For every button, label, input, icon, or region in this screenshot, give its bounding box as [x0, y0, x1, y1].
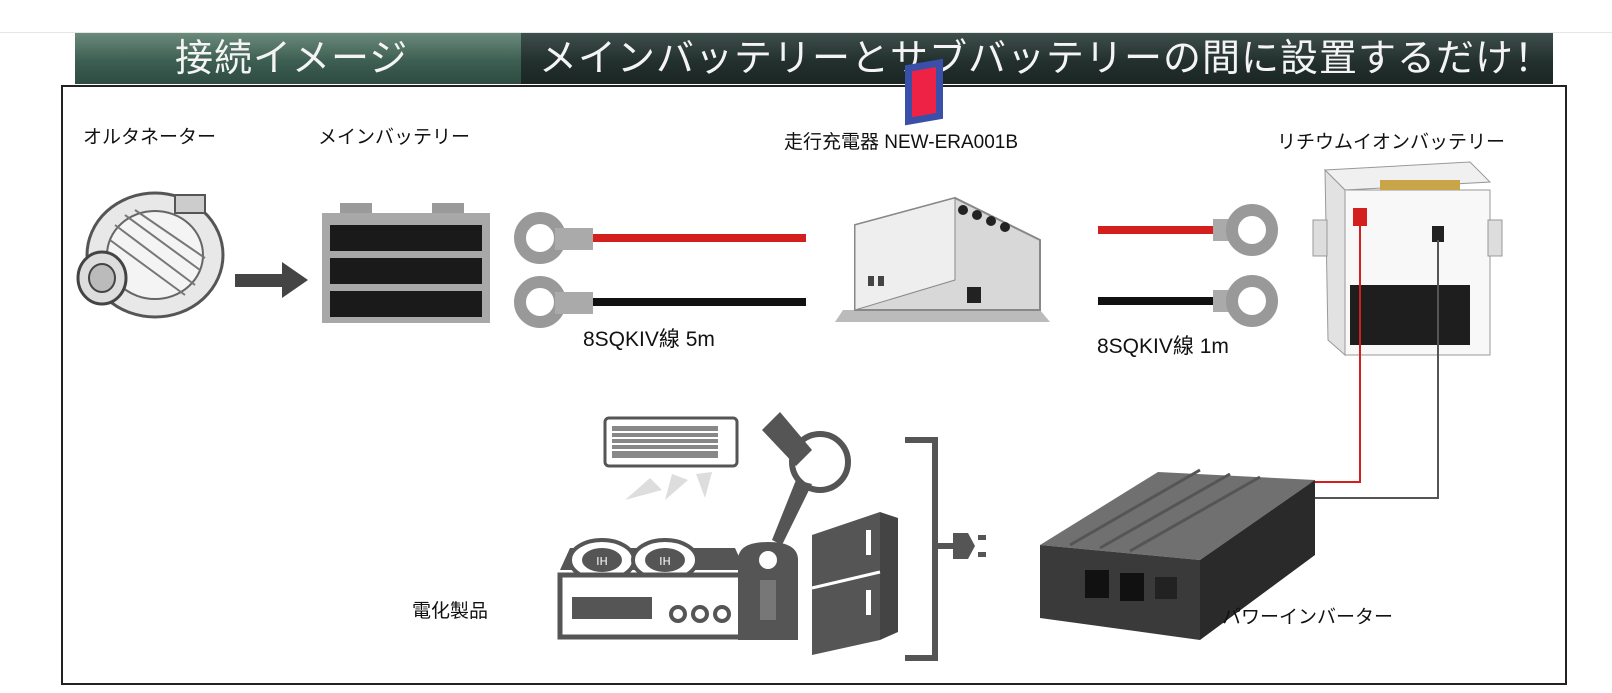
power-inverter-icon [1040, 468, 1315, 640]
red-wire-1m [1098, 226, 1230, 234]
lithium-battery-label: リチウムイオンバッテリー [1277, 132, 1506, 153]
bracket-icon [905, 437, 938, 661]
ih-cooktop-icon: IH IH [557, 538, 748, 640]
top-divider [0, 32, 1612, 33]
inverter-label: パワーインバーター [1222, 607, 1394, 628]
refrigerator-icon [811, 512, 898, 655]
main-battery-icon [322, 203, 490, 323]
charger-device-icon [835, 58, 1050, 322]
main-battery-label: メインバッテリー [318, 127, 471, 148]
black-wire-1m [1098, 297, 1230, 305]
ring-terminal-red-right-icon [1213, 204, 1278, 256]
plug-icon [935, 533, 986, 559]
cooktop-right-label: IH [659, 555, 671, 568]
ring-terminal-black-right-icon [1213, 275, 1278, 327]
ring-terminal-red-icon [514, 212, 593, 264]
ring-terminal-black-icon [514, 276, 593, 328]
header-banner: 接続イメージ メインバッテリーとサブバッテリーの間に設置するだけ！ [75, 33, 1553, 84]
air-conditioner-icon [603, 416, 739, 500]
alternator-icon [76, 191, 225, 319]
cable-5m-label: 8SQKIV線 5m [583, 328, 715, 351]
black-wire-inverter [1305, 240, 1439, 499]
red-wire-inverter [1295, 226, 1361, 483]
red-wire-5m [593, 234, 806, 242]
charger-label: 走行充電器 NEW-ERA001B [784, 132, 1019, 153]
lithium-battery-icon [1312, 161, 1503, 357]
appliances-label: 電化製品 [412, 601, 489, 622]
electric-pot-icon [738, 542, 798, 640]
alternator-label: オルタネーター [83, 127, 217, 148]
diagram-frame [61, 85, 1567, 685]
header-right-title: メインバッテリーとサブバッテリーの間に設置するだけ！ [520, 33, 1553, 84]
cable-1m-label: 8SQKIV線 1m [1097, 335, 1229, 358]
cooktop-left-label: IH [596, 555, 608, 568]
header-left-title: 接続イメージ [75, 33, 521, 84]
hair-dryer-icon [762, 412, 851, 545]
arrow-icon [235, 262, 308, 298]
black-wire-5m [593, 298, 806, 306]
